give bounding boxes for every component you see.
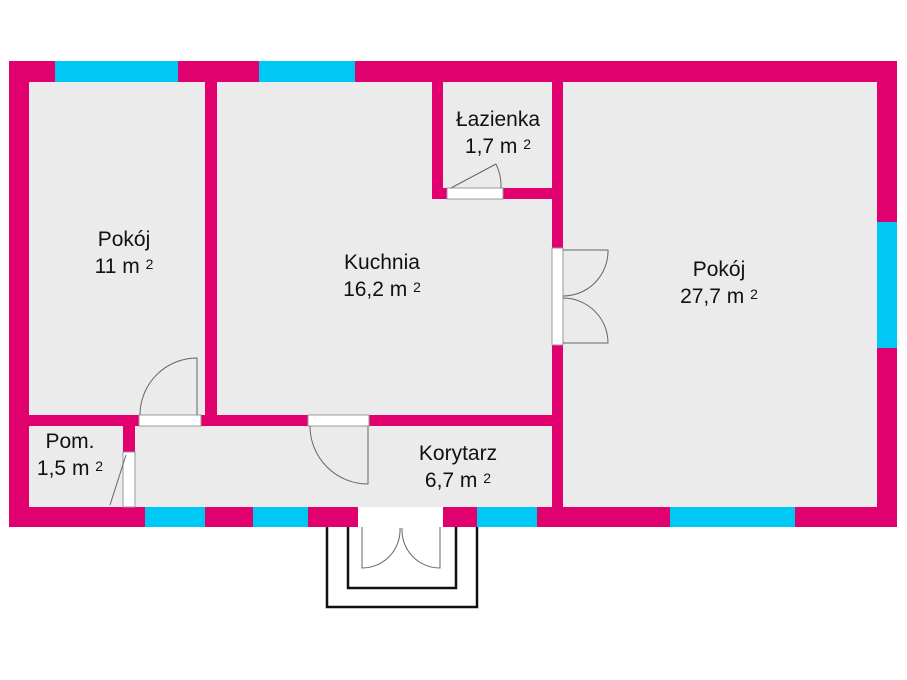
door-swing-pom xyxy=(109,454,127,506)
floors xyxy=(29,82,877,507)
room-label-lazienka: Łazienka 1,7 m 2 xyxy=(456,106,540,160)
door-swings xyxy=(109,163,609,569)
room-label-pom: Pom. 1,5 m 2 xyxy=(37,428,103,482)
door-opening-pokoj-large[interactable] xyxy=(551,247,564,346)
room-floor-korytarz xyxy=(135,426,552,507)
room-floor-pom xyxy=(29,426,123,507)
room-name: Korytarz xyxy=(418,442,498,465)
room-floor-kuchnia xyxy=(217,82,432,415)
room-label-pokoj-small: Pokój 11 m 2 xyxy=(95,226,154,280)
windows xyxy=(55,61,897,527)
room-label-pokoj-large: Pokój 27,7 m 2 xyxy=(680,256,758,310)
door-openings xyxy=(122,187,564,527)
room-name: Łazienka xyxy=(455,108,541,131)
door-opening-kuchnia[interactable] xyxy=(307,414,370,427)
room-floor-kuchnia-b xyxy=(430,199,552,415)
room-area: 16,2 m 2 xyxy=(343,278,421,301)
room-floor-pokoj-large xyxy=(563,82,877,507)
entrance-steps xyxy=(325,527,479,609)
door-opening-pom[interactable] xyxy=(122,451,136,508)
entrance-door-opening[interactable] xyxy=(358,507,443,527)
step-outer xyxy=(325,527,479,609)
room-label-kuchnia: Kuchnia 16,2 m 2 xyxy=(343,249,421,303)
step-inner xyxy=(346,527,458,590)
door-opening-lazienka[interactable] xyxy=(446,187,504,200)
room-floor-lazienka xyxy=(443,82,552,188)
room-area: 11 m 2 xyxy=(94,255,154,278)
door-swing-pokoj-large xyxy=(562,249,609,344)
room-name: Kuchnia xyxy=(344,251,420,274)
window xyxy=(670,507,795,527)
window xyxy=(55,61,178,82)
room-area: 1,7 m 2 xyxy=(464,135,532,158)
window xyxy=(253,507,308,527)
room-area: 27,7 m 2 xyxy=(680,285,758,308)
room-name: Pokój xyxy=(97,228,151,251)
window xyxy=(259,61,355,82)
room-name: Pokój xyxy=(692,258,746,281)
window xyxy=(477,507,537,527)
room-name: Pom. xyxy=(45,430,95,453)
door-swing-kuchnia xyxy=(309,425,369,485)
door-swing-lazienka xyxy=(450,163,502,189)
door-swing-pokoj-small xyxy=(139,357,198,416)
window xyxy=(145,507,205,527)
window xyxy=(877,222,897,348)
room-label-korytarz: Korytarz 6,7 m 2 xyxy=(419,440,497,494)
room-area: 1,5 m 2 xyxy=(36,457,104,480)
entrance-door-swing xyxy=(361,527,441,569)
room-area: 6,7 m 2 xyxy=(424,469,492,492)
door-opening-pokoj-small[interactable] xyxy=(138,414,202,427)
room-floor-pokoj-small xyxy=(29,82,205,415)
